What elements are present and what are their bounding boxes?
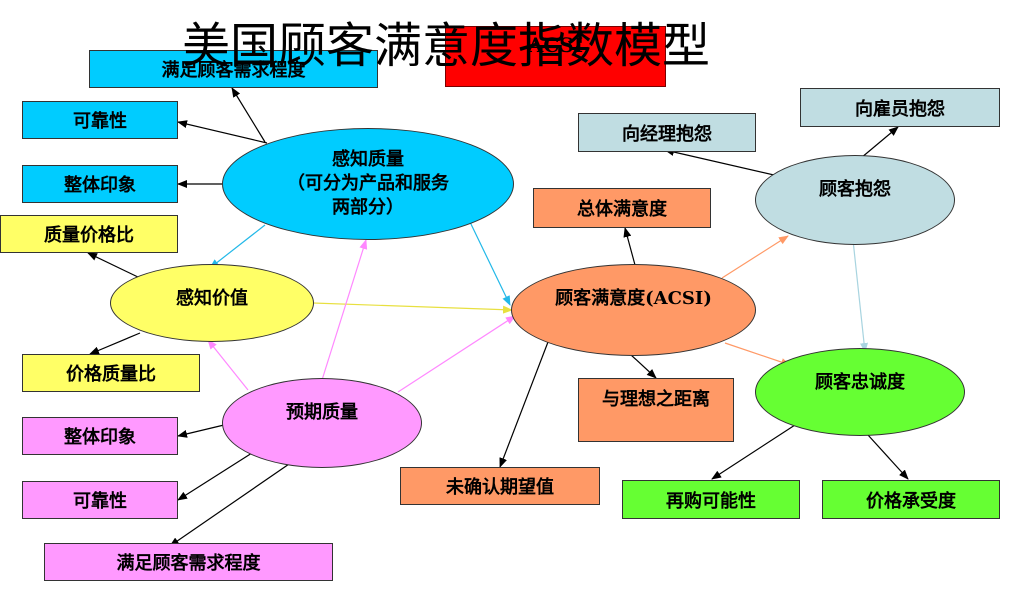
edge-eq-needs (169, 461, 293, 547)
edge-eq-pq (321, 239, 368, 381)
node-perceived-quality-line2: （可分为产品和服务 (287, 173, 449, 194)
edge-eq-cs (397, 315, 516, 393)
box-cs-overall: 总体满意度 (533, 188, 711, 228)
box-eq-needs: 满足顾客需求程度 (44, 543, 333, 581)
box-pq-needs: 满足顾客需求程度 (89, 50, 378, 88)
edge-cl-repurchase (711, 424, 796, 480)
acsi-label-box: ACSI (445, 26, 666, 87)
edge-pv-quality-price (87, 252, 141, 279)
node-customer-complaint: 顾客抱怨 (755, 155, 955, 245)
box-pq-reliability: 可靠性 (22, 101, 178, 139)
edge-cc-manager (664, 148, 788, 179)
edge-pq-reliability (177, 120, 268, 144)
box-eq-overall: 整体印象 (22, 417, 178, 455)
node-perceived-quality-line3: 两部分） (332, 197, 404, 218)
node-perceived-quality: 感知质量 （可分为产品和服务 两部分） (222, 128, 514, 240)
box-cl-price-tolerance: 价格承受度 (822, 480, 1000, 519)
edge-pq-needs (231, 87, 266, 143)
box-pv-price-quality: 价格质量比 (22, 354, 200, 392)
edge-pv-cs (312, 302, 513, 314)
node-customer-satisfaction: 顾客满意度(ACSI) (511, 264, 756, 356)
edge-cs-ideal (629, 353, 657, 379)
node-perceived-quality-line1: 感知质量 (332, 149, 404, 170)
edge-eq-overall (177, 424, 225, 438)
edge-complaint-loyalty (852, 239, 869, 353)
box-cc-manager: 向经理抱怨 (578, 113, 756, 152)
edge-cl-price (867, 434, 909, 480)
box-cl-repurchase: 再购可能性 (622, 480, 800, 519)
edge-cs-loyalty (724, 342, 791, 366)
box-cs-ideal-distance: 与理想之距离 (578, 378, 734, 442)
box-cc-employee: 向雇员抱怨 (800, 88, 1000, 127)
edge-pq-pv (209, 224, 266, 269)
box-eq-reliability: 可靠性 (22, 481, 178, 519)
edge-eq-reliability (177, 452, 253, 501)
edge-cs-complaint (721, 235, 789, 279)
box-pq-overall: 整体印象 (22, 165, 178, 203)
node-customer-loyalty: 顾客忠诚度 (755, 348, 965, 436)
node-expected-quality: 预期质量 (222, 378, 422, 468)
diagram-title: 美国顾客满意度指数模型 (182, 18, 711, 74)
box-cs-unconfirmed: 未确认期望值 (400, 467, 600, 505)
edge-eq-pv (207, 339, 249, 391)
edge-pq-cs (469, 221, 511, 306)
edge-pv-price-quality (89, 332, 141, 355)
edge-cs-unconfirmed (499, 341, 549, 468)
box-pv-quality-price: 质量价格比 (0, 215, 178, 253)
edge-cs-overall (623, 227, 636, 266)
node-perceived-value: 感知价值 (110, 264, 314, 342)
